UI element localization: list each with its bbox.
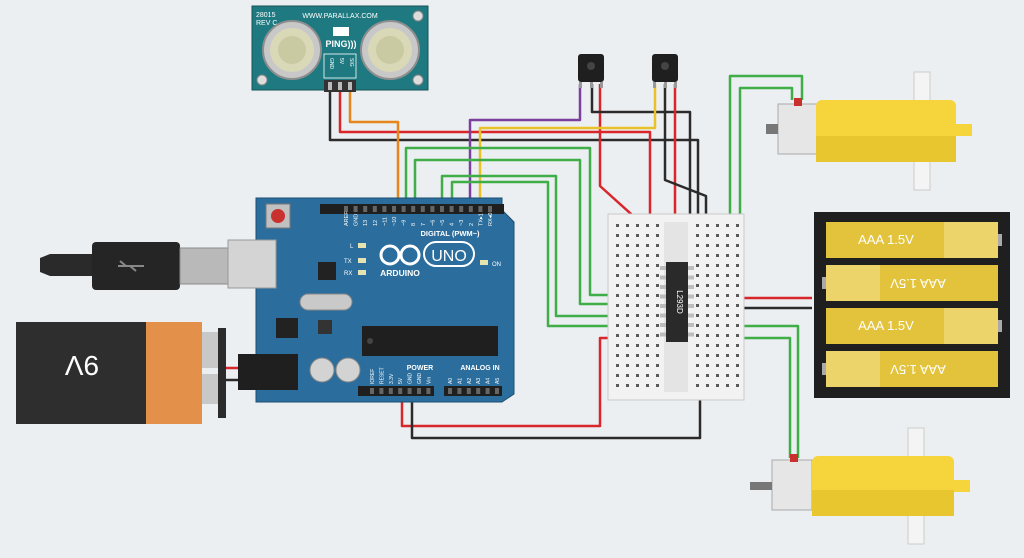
led-tx-label: TX — [344, 259, 352, 265]
wire-ping-5v — [338, 90, 652, 250]
arduino-model: UNO — [431, 248, 467, 265]
ping-pin-sig: SIG — [348, 58, 354, 67]
digital-pin-label: 2 — [469, 223, 475, 226]
digital-pin-label: 12 — [373, 220, 379, 226]
wire-motor1-a — [728, 74, 804, 278]
wire-motor2-b — [730, 336, 792, 458]
wire-d7 — [440, 174, 648, 318]
on-label: ON — [492, 262, 501, 268]
power-pin-label: Vin — [426, 377, 432, 384]
regulator — [276, 318, 298, 338]
aaa-cell: AAA 1.5V — [822, 351, 998, 387]
wire-d6 — [450, 180, 648, 328]
analog-pin-label: A1 — [457, 378, 463, 384]
digital-pin-label: TX▸1 — [478, 213, 484, 226]
analog-pin-label: A4 — [486, 378, 492, 384]
reset-button-icon — [271, 209, 285, 223]
atmega-chip — [362, 326, 498, 356]
wire-ir2-signal — [478, 84, 657, 204]
digital-label: DIGITAL (PWM~) — [420, 229, 480, 238]
battery-9v[interactable]: 9V — [16, 322, 226, 424]
digital-pin-label: 13 — [363, 220, 369, 226]
power-pin-label: GND — [417, 373, 423, 385]
ir-sensor-1[interactable] — [578, 54, 604, 88]
usb-chip — [318, 262, 336, 280]
transducer-left-icon — [262, 20, 322, 80]
l293d-chip[interactable]: L293D — [660, 262, 694, 342]
ping-pin-gnd: GND — [328, 58, 334, 70]
aaa-cell: AAA 1.5V — [826, 222, 1002, 258]
mount-hole-icon — [412, 74, 424, 86]
power-pin-label: RESET — [379, 367, 385, 384]
digital-pin-label: ~10 — [392, 217, 398, 226]
analog-pin-label: A3 — [476, 378, 482, 384]
crystal — [299, 293, 353, 311]
aaa-cell: AAA 1.5V — [826, 308, 1002, 344]
capacitor-icon — [309, 357, 335, 383]
ping-pin-5v: 5V — [338, 58, 344, 65]
mount-hole-icon — [412, 10, 424, 22]
ir-sensor-2[interactable] — [652, 54, 678, 88]
ping-model: 28015 — [256, 12, 276, 19]
power-header — [358, 386, 434, 396]
analog-pin-label: A2 — [467, 378, 473, 384]
ping-name: PING))) — [326, 39, 357, 49]
power-pin-label: 5V — [398, 377, 404, 384]
l293d-label: L293D — [675, 290, 684, 314]
digital-pin-label: GND — [354, 214, 360, 226]
aaa-cell-label: AAA 1.5V — [858, 318, 914, 333]
wire-ping-sig — [348, 90, 400, 204]
ping-url: WWW.PARALLAX.COM — [302, 13, 377, 20]
arduino-brand: ARDUINO — [380, 268, 420, 278]
mount-hole-icon — [256, 74, 268, 86]
led-l-label: L — [350, 244, 354, 250]
wire-motor1-b — [738, 86, 794, 270]
aaa-battery-pack[interactable]: AAA 1.5V AAA 1.5V AAA 1.5V AAA 1.5V — [814, 212, 1010, 398]
aaa-cell-label: AAA 1.5V — [890, 276, 946, 291]
digital-pin-label: ~9 — [402, 220, 408, 226]
analog-pin-label: A5 — [495, 378, 501, 384]
power-pin-label: 3.3V — [389, 373, 395, 384]
analog-label: ANALOG IN — [460, 365, 499, 372]
capacitor-icon — [335, 357, 361, 383]
digital-pin-label: ~3 — [459, 220, 465, 226]
power-pin-label: GND — [408, 373, 414, 385]
dc-motor-1[interactable] — [766, 71, 972, 191]
wire-ir1-signal — [468, 84, 582, 204]
ping-chip-icon — [333, 27, 349, 36]
digital-pin-label: 7 — [421, 223, 427, 226]
aaa-cell: AAA 1.5V — [822, 265, 998, 301]
analog-header — [444, 386, 502, 396]
ping-rev: REV C — [256, 20, 277, 27]
digital-pin-label: ~6 — [430, 220, 436, 226]
power-label: POWER — [407, 365, 433, 372]
digital-pin-label: ~5 — [440, 220, 446, 226]
led-rx-label: RX — [344, 271, 352, 277]
usb-port — [227, 239, 277, 289]
digital-pin-label: 4 — [450, 223, 456, 226]
aaa-cell-label: AAA 1.5V — [890, 362, 946, 377]
power-jack — [238, 354, 298, 390]
arduino-infinity-logo-icon — [379, 244, 421, 266]
power-pin-label: IOREF — [370, 369, 376, 384]
digital-pin-label: 8 — [411, 223, 417, 226]
wire-motor2-a — [730, 324, 800, 458]
analog-pin-label: A0 — [448, 378, 454, 384]
battery-9v-label: 9V — [65, 350, 100, 381]
digital-pin-label: ~11 — [382, 217, 388, 226]
digital-pin-label: AREF — [344, 211, 350, 226]
dc-motor-2[interactable] — [750, 427, 970, 545]
ping-ultrasonic-sensor[interactable]: 28015 REV C WWW.PARALLAX.COM PING))) GND… — [251, 5, 429, 92]
usb-icon — [118, 260, 144, 272]
transducer-right-icon — [360, 20, 420, 80]
wire-d8 — [413, 158, 648, 306]
aaa-cell-label: AAA 1.5V — [858, 232, 914, 247]
digital-pin-label: RX◂0 — [488, 213, 494, 226]
wire-ir1-gnd — [590, 84, 692, 232]
